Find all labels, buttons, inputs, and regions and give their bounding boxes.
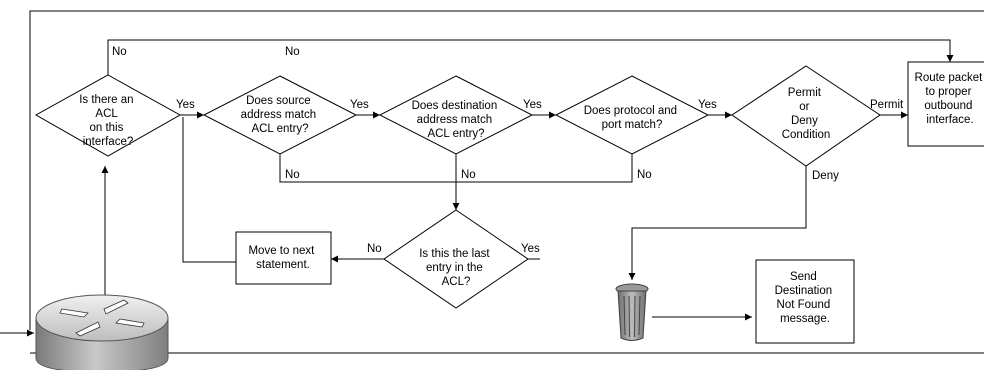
decision-acl-exists: Is there an ACL on this interface?: [34, 74, 182, 157]
process-route-packet: Route packet to proper outbound interfac…: [907, 61, 984, 147]
label-dest-no: No: [461, 169, 476, 181]
router-icon: [0, 294, 169, 370]
connector-acl-no: [107, 39, 954, 75]
svg-text:Does destination address: Does destination address match ACL entry…: [412, 100, 501, 140]
label-last-no: No: [367, 243, 382, 255]
outer-frame: [29, 10, 984, 330]
acl-line-4: interface?: [83, 136, 134, 148]
label-last-yes: Yes: [521, 243, 540, 255]
svg-text:Is there an ACL on: Is there an ACL on this interface?: [79, 94, 137, 148]
label-dest-yes: Yes: [523, 99, 542, 111]
svg-text:Does protocol and port m: Does protocol and port match?: [584, 105, 681, 131]
decision-last-entry: Is this the last entry in the ACL?: [383, 209, 529, 309]
trash-can-icon: [615, 283, 649, 341]
connector-next-loop: [182, 117, 236, 263]
label-top-no: No: [285, 46, 300, 58]
label-acl-yes: Yes: [176, 99, 195, 111]
label-protocol-no: No: [637, 169, 652, 181]
svg-text:Does source address matc: Does source address match ACL entry?: [241, 95, 320, 135]
process-next-statement: Move to next statement.: [235, 231, 332, 285]
svg-text:Is this the last entry i: Is this the last entry in the ACL?: [419, 248, 493, 288]
label-protocol-yes: Yes: [698, 99, 717, 111]
decision-protocol-match: Does protocol and port match?: [554, 75, 710, 155]
label-source-yes: Yes: [350, 99, 369, 111]
decision-destination-match: Does destination address match ACL entry…: [378, 75, 534, 155]
svg-text:Route packet to proper: Route packet to proper outbound interfac…: [915, 72, 984, 126]
svg-text:Permit or Deny: Permit or Deny Condition: [782, 87, 831, 141]
svg-text:Send Destination N: Send Destination Not Found message.: [775, 271, 836, 325]
process-send-message: Send Destination Not Found message.: [755, 259, 855, 344]
label-deny: Deny: [812, 170, 839, 182]
label-source-no: No: [285, 169, 300, 181]
acl-line-2: ACL: [95, 108, 118, 120]
decision-permit-deny: Permit or Deny Condition: [731, 65, 881, 167]
decision-source-match: Does source address match ACL entry?: [202, 75, 358, 155]
acl-line-3: on this: [89, 122, 123, 134]
svg-text:Move to next statement.: Move to next statement.: [248, 245, 317, 271]
label-permit: Permit: [870, 99, 904, 111]
connector-deny: [628, 166, 807, 280]
label-acl-no: No: [112, 46, 127, 58]
acl-line-1: Is there an: [79, 94, 133, 106]
